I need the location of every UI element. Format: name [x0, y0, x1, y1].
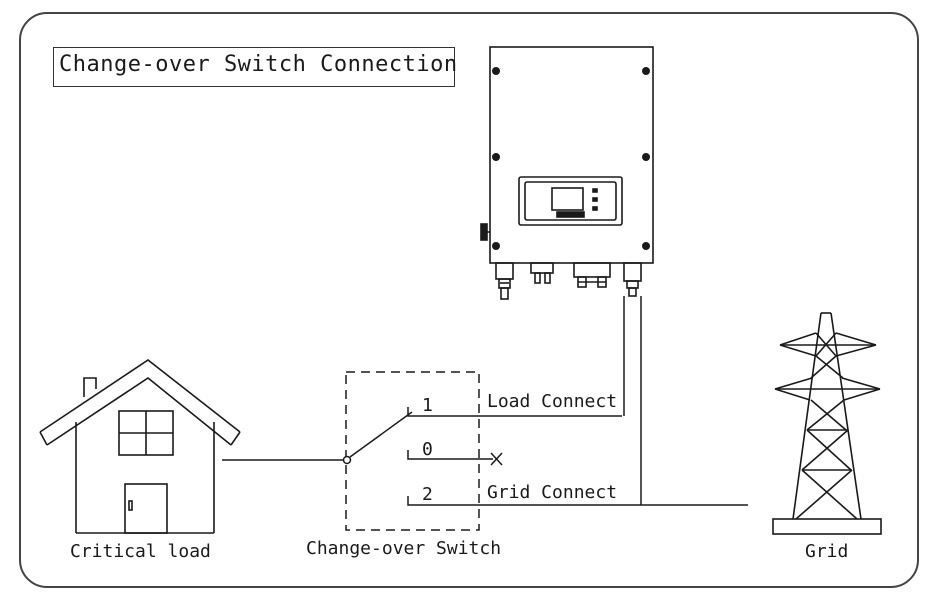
- position-2-label: 2: [422, 484, 433, 505]
- switch-label: Change-over Switch: [306, 538, 502, 559]
- diagram-title: Change-over Switch Connection: [59, 52, 458, 77]
- inverter-wires: [623, 296, 642, 505]
- position-0-label: 0: [422, 439, 433, 460]
- inverter-icon: [480, 46, 654, 300]
- title-box: [53, 47, 455, 87]
- switch-box: [345, 371, 480, 531]
- grid-label: Grid: [805, 541, 849, 562]
- load-connect-label: Load Connect: [487, 391, 618, 412]
- critical-load-label: Critical load: [70, 541, 211, 562]
- position-1-label: 1: [422, 395, 433, 416]
- diagram-frame: [19, 12, 919, 588]
- grid-connect-label: Grid Connect: [487, 482, 618, 503]
- switch-symbol: [342, 407, 748, 506]
- house-icon: [39, 359, 241, 534]
- transmission-tower-icon: [772, 312, 882, 535]
